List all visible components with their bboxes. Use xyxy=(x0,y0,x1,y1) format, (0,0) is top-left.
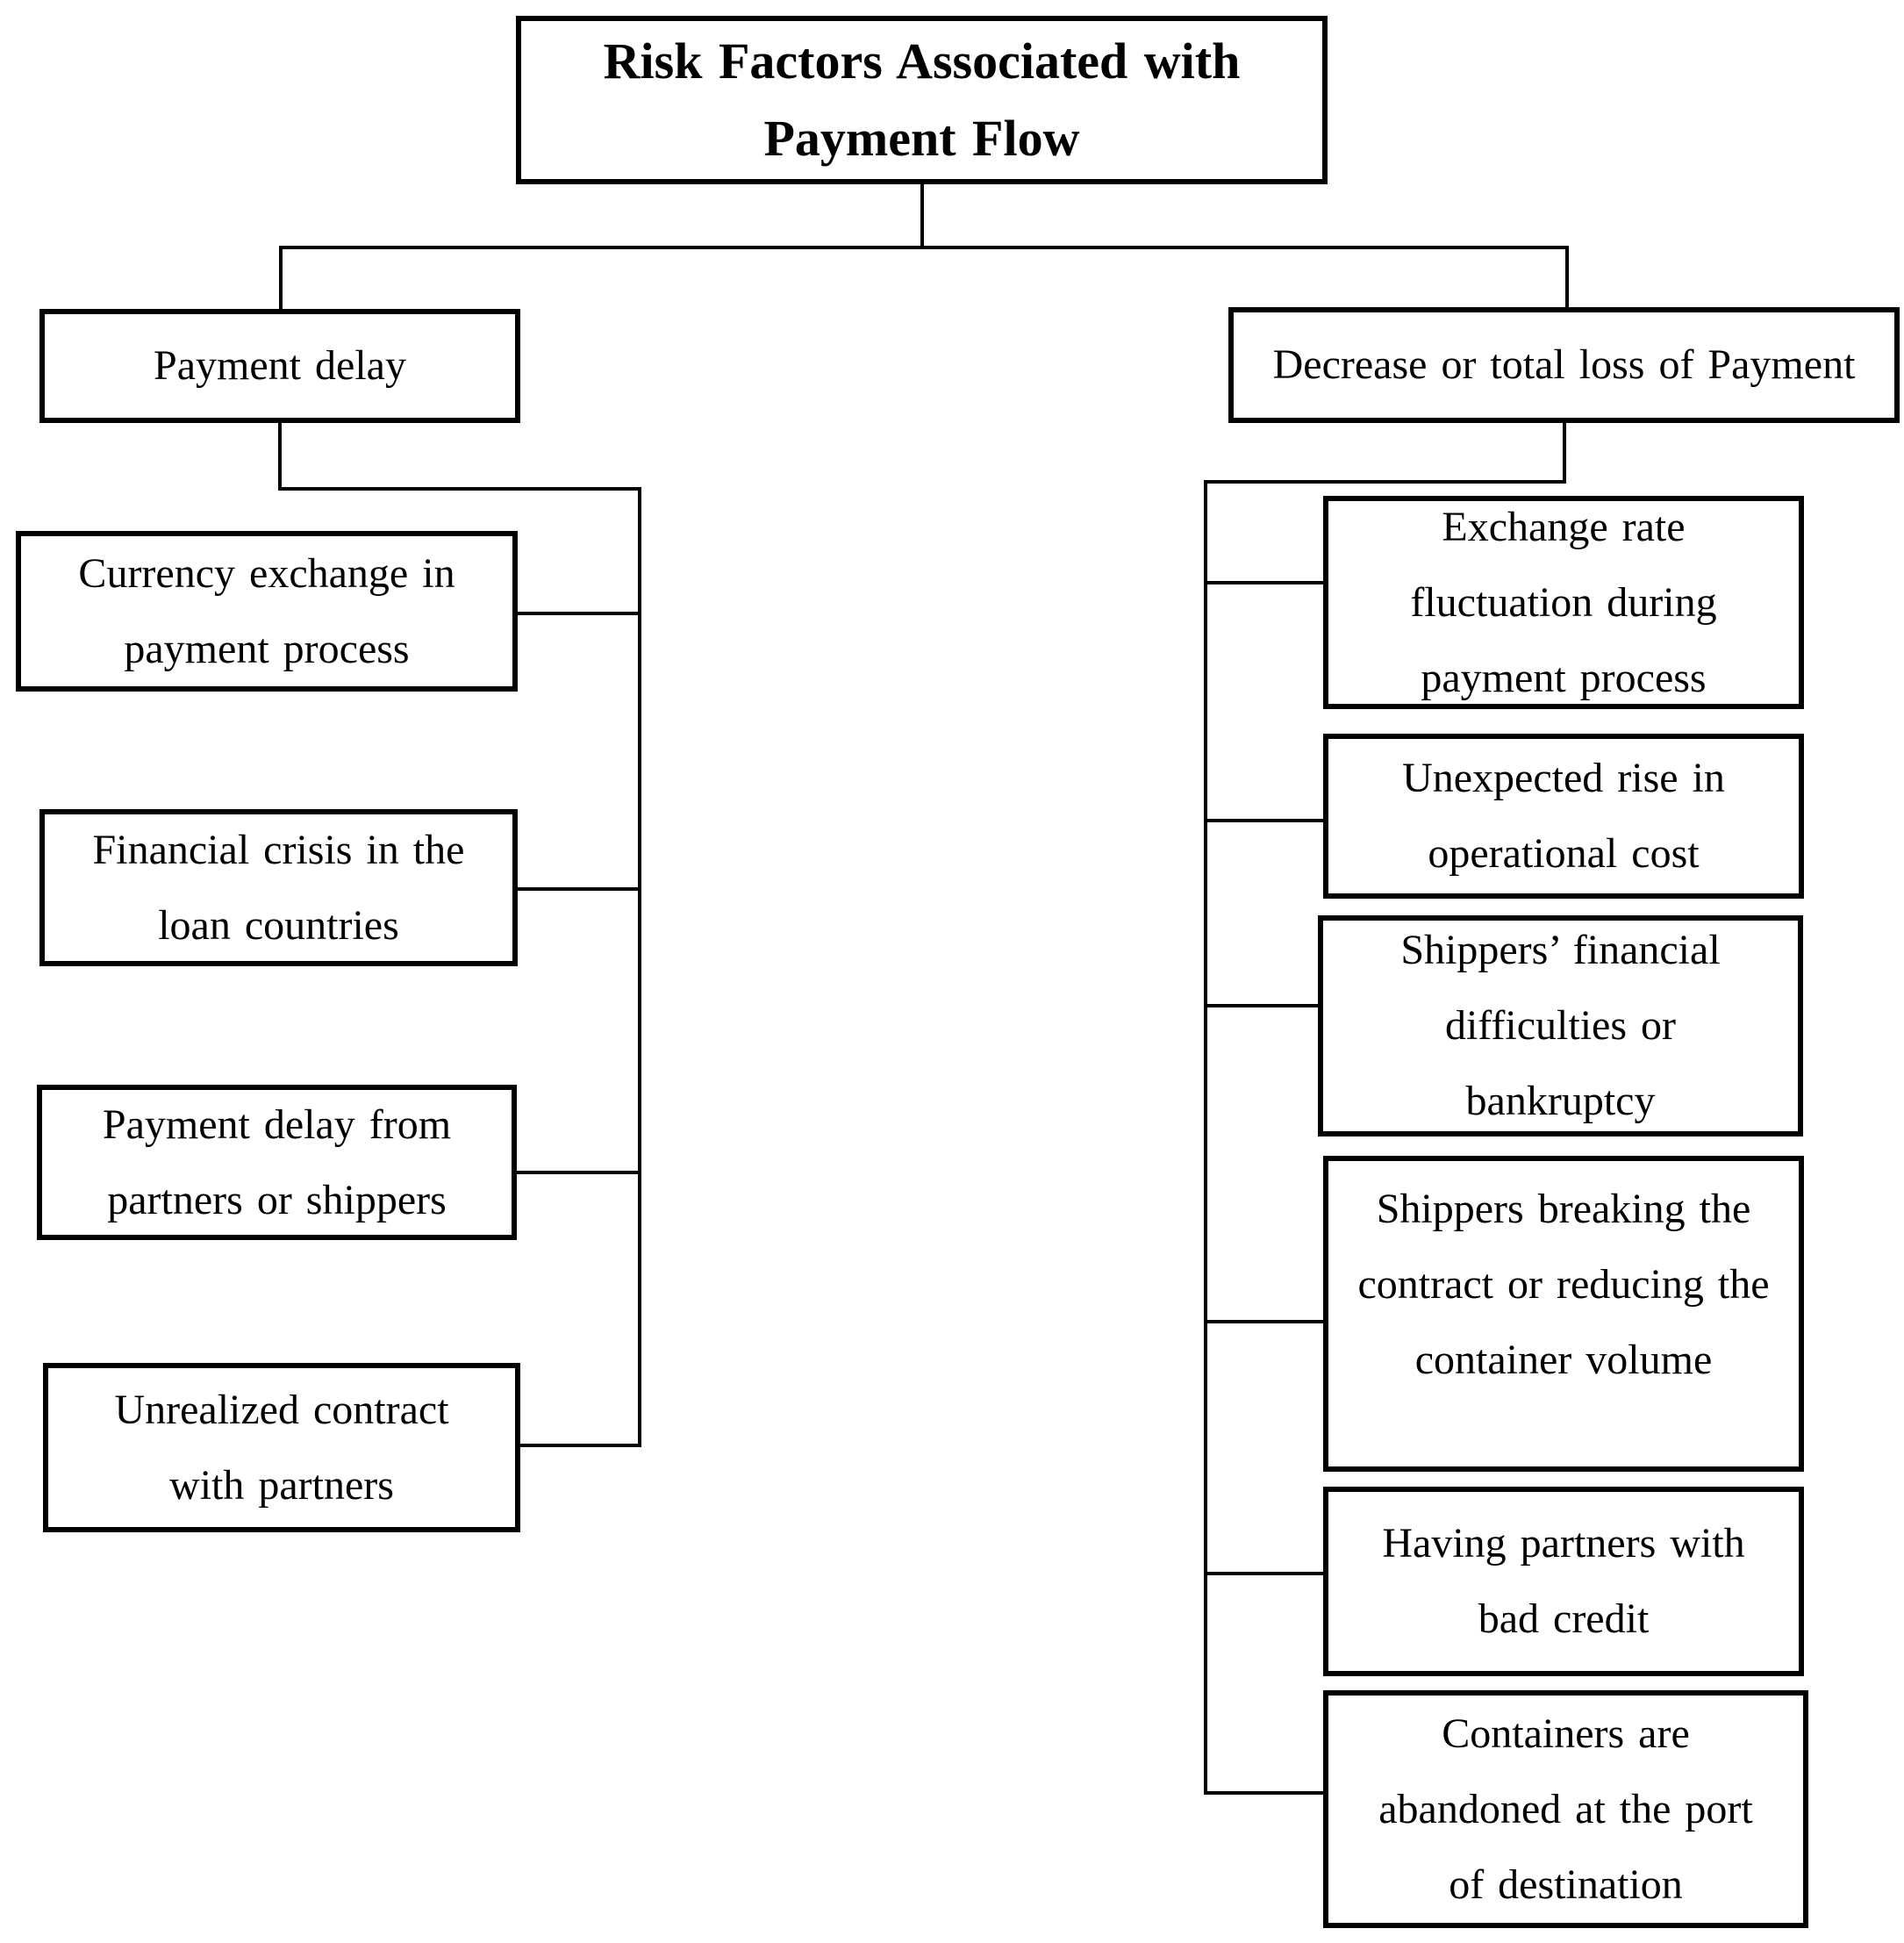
connector-left-tick-4 xyxy=(519,1444,641,1447)
factor-currency-exchange: Currency exchange in payment process xyxy=(16,531,518,692)
connector-split-bar xyxy=(279,246,1569,249)
branch-decrease-loss-label: Decrease or total loss of Payment xyxy=(1272,341,1856,388)
factor-operational-cost-rise-line-1: Unexpected rise in xyxy=(1402,755,1725,801)
title-box: Risk Factors Associated with Payment Flo… xyxy=(516,16,1328,184)
factor-containers-abandoned-line-2: abandoned at the port xyxy=(1378,1785,1753,1832)
factor-shippers-breaking-contract-line-2: contract or reducing the xyxy=(1357,1261,1770,1308)
connector-left-tick-1 xyxy=(516,612,640,615)
connector-left-parent-drop xyxy=(278,421,282,491)
factor-unrealized-contract-line-2: with partners xyxy=(169,1461,394,1509)
factor-shippers-breaking-contract-line-1: Shippers breaking the xyxy=(1376,1186,1751,1232)
factor-financial-crisis: Financial crisis in the loan countries xyxy=(39,809,518,966)
connector-right-branch-drop xyxy=(1565,246,1569,311)
factor-exchange-rate-fluctuation: Exchange rate fluctuation during payment… xyxy=(1323,496,1804,709)
factor-payment-delay-partners: Payment delay from partners or shippers xyxy=(37,1085,517,1240)
factor-payment-delay-partners-line-2: partners or shippers xyxy=(107,1176,447,1223)
factor-partners-bad-credit: Having partners with bad credit xyxy=(1323,1487,1804,1676)
factor-shippers-breaking-contract: Shippers breaking the contract or reduci… xyxy=(1323,1156,1804,1472)
connector-right-tick-1 xyxy=(1206,581,1325,584)
factor-exchange-rate-fluctuation-line-1: Exchange rate xyxy=(1442,503,1686,550)
factor-unrealized-contract-line-1: Unrealized contract xyxy=(114,1386,449,1433)
factor-containers-abandoned: Containers are abandoned at the port of … xyxy=(1323,1690,1808,1928)
factor-unrealized-contract: Unrealized contract with partners xyxy=(43,1363,520,1532)
connector-left-tick-2 xyxy=(516,887,640,891)
factor-shippers-breaking-contract-line-3: container volume xyxy=(1414,1337,1713,1383)
branch-payment-delay: Payment delay xyxy=(39,309,520,423)
connector-right-spine xyxy=(1204,480,1207,1795)
connector-right-tick-3 xyxy=(1206,1004,1320,1007)
factor-payment-delay-partners-line-1: Payment delay from xyxy=(102,1101,452,1148)
connector-title-drop xyxy=(920,183,924,249)
factor-operational-cost-rise-line-2: operational cost xyxy=(1428,830,1700,877)
factor-partners-bad-credit-line-2: bad credit xyxy=(1478,1595,1650,1642)
connector-left-tick-3 xyxy=(515,1171,640,1174)
title-line-2: Payment Flow xyxy=(763,110,1080,167)
factor-containers-abandoned-line-3: of destination xyxy=(1449,1861,1683,1908)
connector-left-elbow xyxy=(278,487,641,491)
connector-right-tick-6 xyxy=(1206,1791,1325,1795)
branch-decrease-loss: Decrease or total loss of Payment xyxy=(1228,307,1900,423)
factor-shippers-financial-difficulties-line-3: bankruptcy xyxy=(1465,1078,1656,1124)
factor-shippers-financial-difficulties: Shippers’ financial difficulties or bank… xyxy=(1318,915,1803,1136)
factor-partners-bad-credit-line-1: Having partners with xyxy=(1382,1520,1745,1567)
connector-left-spine xyxy=(638,487,641,1447)
factor-shippers-financial-difficulties-line-1: Shippers’ financial xyxy=(1400,927,1721,973)
connector-right-elbow xyxy=(1204,480,1566,484)
title-line-1: Risk Factors Associated with xyxy=(603,32,1241,90)
connector-left-branch-drop xyxy=(279,246,283,312)
factor-financial-crisis-line-2: loan countries xyxy=(158,901,399,949)
connector-right-tick-4 xyxy=(1206,1320,1325,1323)
factor-currency-exchange-line-1: Currency exchange in xyxy=(78,549,455,597)
factor-shippers-financial-difficulties-line-2: difficulties or xyxy=(1444,1002,1677,1049)
factor-containers-abandoned-line-1: Containers are xyxy=(1442,1710,1690,1757)
factor-financial-crisis-line-1: Financial crisis in the xyxy=(92,826,465,873)
factor-exchange-rate-fluctuation-line-3: payment process xyxy=(1421,654,1707,701)
factor-operational-cost-rise: Unexpected rise in operational cost xyxy=(1323,734,1804,899)
connector-right-tick-2 xyxy=(1206,819,1325,822)
factor-exchange-rate-fluctuation-line-2: fluctuation during xyxy=(1410,578,1717,626)
factor-currency-exchange-line-2: payment process xyxy=(124,625,410,672)
branch-payment-delay-label: Payment delay xyxy=(154,342,406,389)
connector-right-parent-drop xyxy=(1563,421,1566,484)
connector-right-tick-5 xyxy=(1206,1572,1325,1575)
